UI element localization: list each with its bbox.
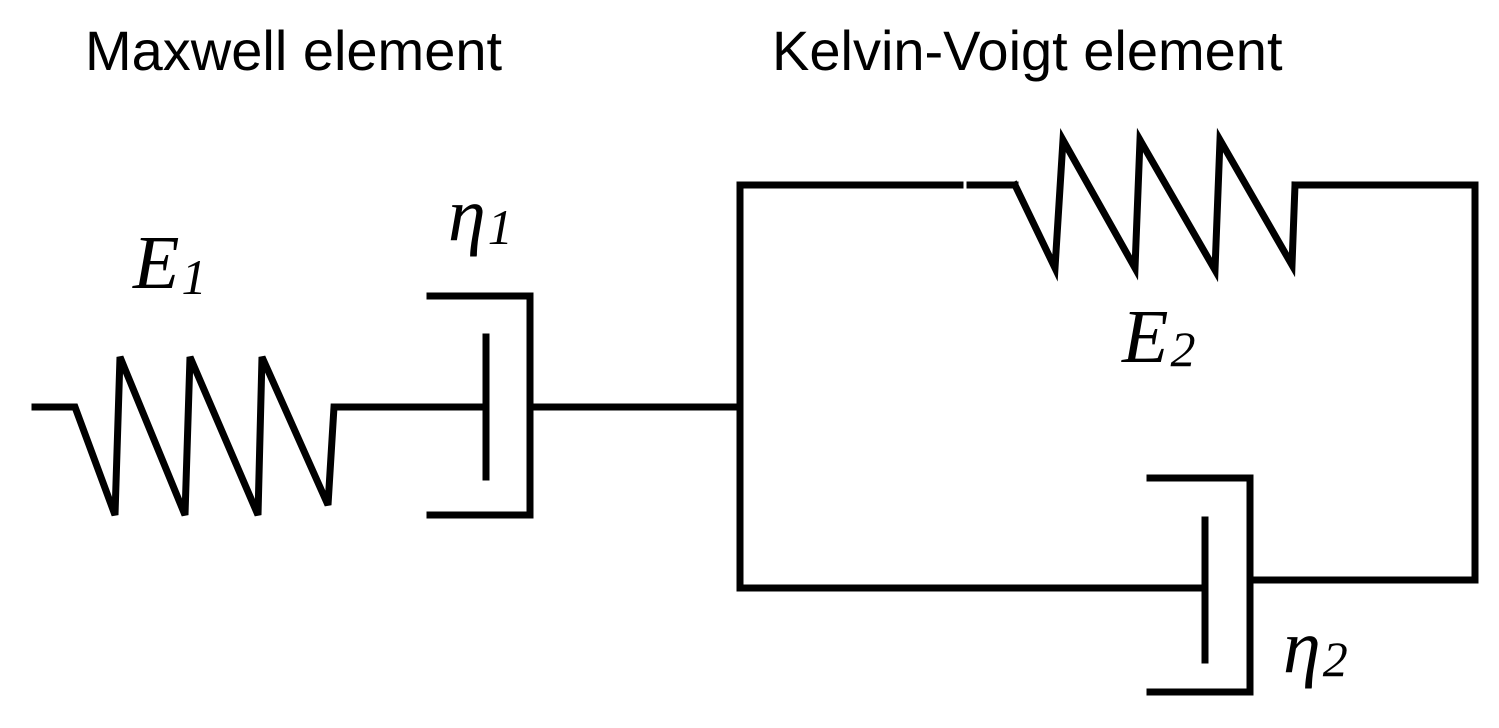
label-e2: E2 bbox=[1121, 295, 1195, 379]
spring-e2 bbox=[1010, 127, 1299, 283]
label-eta1: η1 bbox=[448, 173, 513, 257]
kelvin-voigt-element-heading: Kelvin-Voigt element bbox=[772, 19, 1283, 82]
spring-e1 bbox=[31, 355, 379, 517]
label-e1: E1 bbox=[132, 221, 206, 305]
maxwell-element bbox=[31, 292, 744, 519]
kelvin-voigt-element bbox=[736, 127, 1479, 696]
label-eta2: η2 bbox=[1283, 605, 1348, 689]
dashpot-eta2-cylinder bbox=[1146, 474, 1254, 696]
maxwell-element-heading: Maxwell element bbox=[85, 19, 502, 82]
